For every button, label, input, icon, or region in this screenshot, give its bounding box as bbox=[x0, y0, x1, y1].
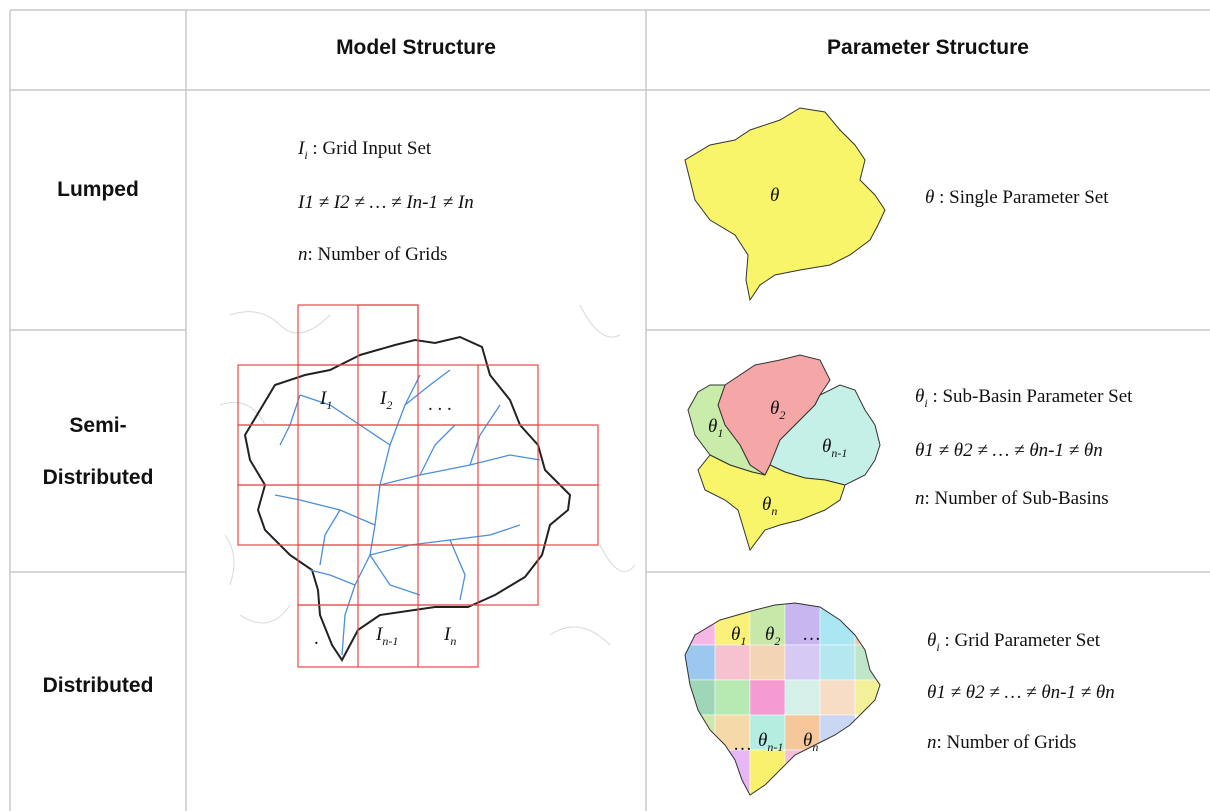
dist-label-dots: … bbox=[802, 624, 821, 645]
grid-input-set-text: Ii : Grid Input Set bbox=[298, 138, 432, 162]
dist-label-theta1: θ1 bbox=[731, 624, 747, 648]
sub-basin-n-label: : Number of Sub-Basins bbox=[924, 488, 1109, 509]
dist-label-theta2: θ2 bbox=[765, 624, 781, 648]
lumped-basin-map bbox=[684, 107, 886, 302]
single-param-label: : Single Parameter Set bbox=[939, 187, 1109, 208]
semi-label-theta1: θ1 bbox=[708, 416, 724, 440]
grid-parameter-set-text: θi : Grid Parameter Set bbox=[927, 630, 1101, 654]
cell-label-dots: . . . bbox=[428, 394, 452, 415]
sub-basin-label: : Sub-Basin Parameter Set bbox=[932, 386, 1133, 407]
semi-label-theta-n: θn bbox=[762, 494, 778, 518]
cell-label-dot: . bbox=[314, 628, 319, 649]
n-label: : Number of Grids bbox=[307, 244, 448, 265]
watershed-grid-map bbox=[220, 304, 636, 668]
grid-input-label: : Grid Input Set bbox=[312, 138, 432, 159]
grid-inequality: I1 ≠ I2 ≠ … ≠ In-1 ≠ In bbox=[298, 192, 474, 213]
single-parameter-set-text: θ : Single Parameter Set bbox=[925, 187, 1109, 208]
distributed-basin-map bbox=[684, 602, 881, 796]
model-structure-header: Model Structure bbox=[336, 36, 496, 59]
row-label-distributed: Distributed bbox=[42, 674, 154, 697]
cell-label-in: In bbox=[444, 624, 457, 648]
lumped-theta-label: θ bbox=[770, 185, 780, 206]
cell-label-i1: I1 bbox=[320, 388, 333, 412]
number-of-grids-text: n: Number of Grids bbox=[298, 244, 448, 265]
row-label-semi-line1: Semi- bbox=[69, 414, 127, 437]
basin-outline bbox=[243, 335, 572, 662]
cell-label-in1: In-1 bbox=[376, 624, 399, 648]
dist-n-label: : Number of Grids bbox=[936, 732, 1077, 753]
semi-label-theta-n1: θn-1 bbox=[822, 436, 848, 460]
row-label-semi-line2: Distributed bbox=[42, 466, 154, 489]
semi-distributed-basin-map bbox=[687, 354, 881, 552]
dist-label-dots2: … bbox=[733, 734, 752, 755]
number-of-sub-basins-text: n: Number of Sub-Basins bbox=[915, 488, 1109, 509]
sub-basin-inequality: θ1 ≠ θ2 ≠ … ≠ θn-1 ≠ θn bbox=[915, 440, 1103, 461]
grid-param-inequality: θ1 ≠ θ2 ≠ … ≠ θn-1 ≠ θn bbox=[927, 682, 1115, 703]
row-label-lumped: Lumped bbox=[57, 178, 139, 201]
cell-label-i2: I2 bbox=[380, 388, 393, 412]
semi-label-theta2: θ2 bbox=[770, 398, 786, 422]
parameter-structure-header: Parameter Structure bbox=[827, 36, 1029, 59]
sub-basin-parameter-set-text: θi : Sub-Basin Parameter Set bbox=[915, 386, 1133, 410]
grid-param-label: : Grid Parameter Set bbox=[944, 630, 1101, 651]
dist-label-theta-n1: θn-1 bbox=[758, 730, 784, 754]
subbasin-theta-n bbox=[697, 454, 846, 552]
dist-number-of-grids-text: n: Number of Grids bbox=[927, 732, 1077, 753]
dist-label-theta-n: θn bbox=[803, 730, 819, 754]
